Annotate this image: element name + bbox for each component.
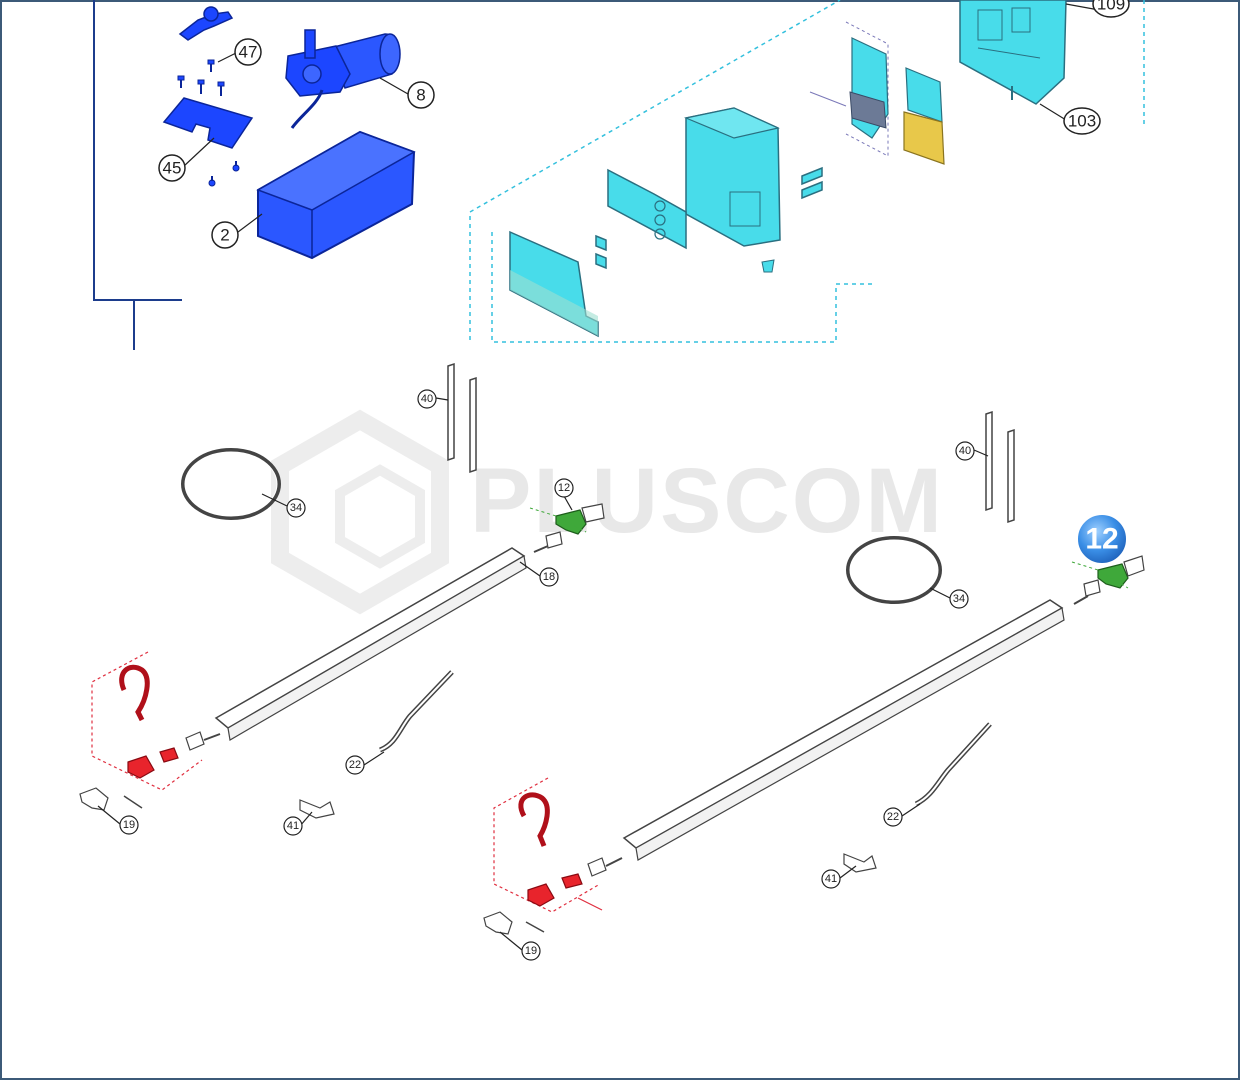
- rail-assembly-left: [79, 362, 605, 819]
- cabinet-cover: [959, 0, 1067, 105]
- svg-text:103: 103: [1068, 112, 1096, 131]
- svg-text:109: 109: [1097, 0, 1125, 14]
- callout-34-left: 34: [286, 498, 306, 518]
- svg-text:40: 40: [959, 445, 971, 457]
- limit-cable-coil: [518, 792, 550, 847]
- motor-housing-box: [256, 130, 416, 260]
- svg-text:47: 47: [239, 43, 258, 62]
- callout-41-left: 41: [283, 816, 303, 836]
- callout-12-left: 12: [554, 478, 574, 498]
- mounting-plate: [162, 97, 254, 149]
- highlight-marker-12[interactable]: 12: [1076, 513, 1128, 565]
- svg-text:34: 34: [953, 593, 965, 605]
- watermark-logo-icon: [271, 409, 449, 615]
- callout-19-right: 19: [521, 941, 541, 961]
- limit-switch: [527, 883, 555, 907]
- callout-103: 103: [1063, 107, 1101, 135]
- svg-text:22: 22: [349, 759, 361, 771]
- end-bracket: [555, 509, 587, 535]
- motor-group: [93, 0, 416, 350]
- svg-text:18: 18: [543, 571, 555, 583]
- callout-109: 109: [1092, 0, 1130, 18]
- svg-text:19: 19: [525, 945, 537, 957]
- svg-text:22: 22: [887, 811, 899, 823]
- motor-unit: [285, 29, 401, 129]
- drive-belt: [181, 448, 281, 520]
- hanging-straps: [447, 362, 477, 474]
- callout-18: 18: [539, 567, 559, 587]
- callout-8: 8: [407, 81, 435, 109]
- hanging-straps: [985, 410, 1015, 524]
- callout-2: 2: [211, 221, 239, 249]
- drive-belt: [846, 536, 942, 604]
- callout-19-left: 19: [119, 815, 139, 835]
- control-board-bottom: [903, 111, 945, 165]
- callout-22-left: 22: [345, 755, 365, 775]
- rail: [214, 547, 527, 741]
- svg-text:41: 41: [825, 873, 837, 885]
- callout-40-left: 40: [417, 389, 437, 409]
- callout-34-right: 34: [949, 589, 969, 609]
- svg-text:45: 45: [163, 159, 182, 178]
- limit-cable-coil: [119, 664, 150, 722]
- svg-text:34: 34: [290, 502, 302, 514]
- svg-text:40: 40: [421, 393, 433, 405]
- rail: [622, 599, 1065, 861]
- callout-41-right: 41: [821, 869, 841, 889]
- callout-bubbles: 109 47 8 45 2 103 40 34: [119, 0, 1130, 961]
- svg-text:2: 2: [220, 226, 229, 245]
- rail-assembly-right: [483, 410, 1145, 935]
- watermark: PLUSCOM: [271, 409, 944, 615]
- callout-45: 45: [158, 154, 186, 182]
- cam-lever-part: [178, 11, 234, 41]
- svg-text:19: 19: [123, 819, 135, 831]
- button-panel: [607, 168, 687, 250]
- end-bracket-highlighted: [1097, 563, 1129, 589]
- svg-text:12: 12: [558, 482, 570, 494]
- callout-22-right: 22: [883, 807, 903, 827]
- svg-text:12: 12: [1085, 523, 1118, 556]
- limit-switch: [127, 755, 155, 779]
- callout-47: 47: [234, 38, 262, 66]
- svg-text:8: 8: [416, 86, 425, 105]
- screws-47: [177, 59, 225, 96]
- watermark-text: PLUSCOM: [470, 450, 944, 552]
- callout-40-right: 40: [955, 441, 975, 461]
- svg-text:41: 41: [287, 820, 299, 832]
- control-board-group: [469, 0, 1145, 343]
